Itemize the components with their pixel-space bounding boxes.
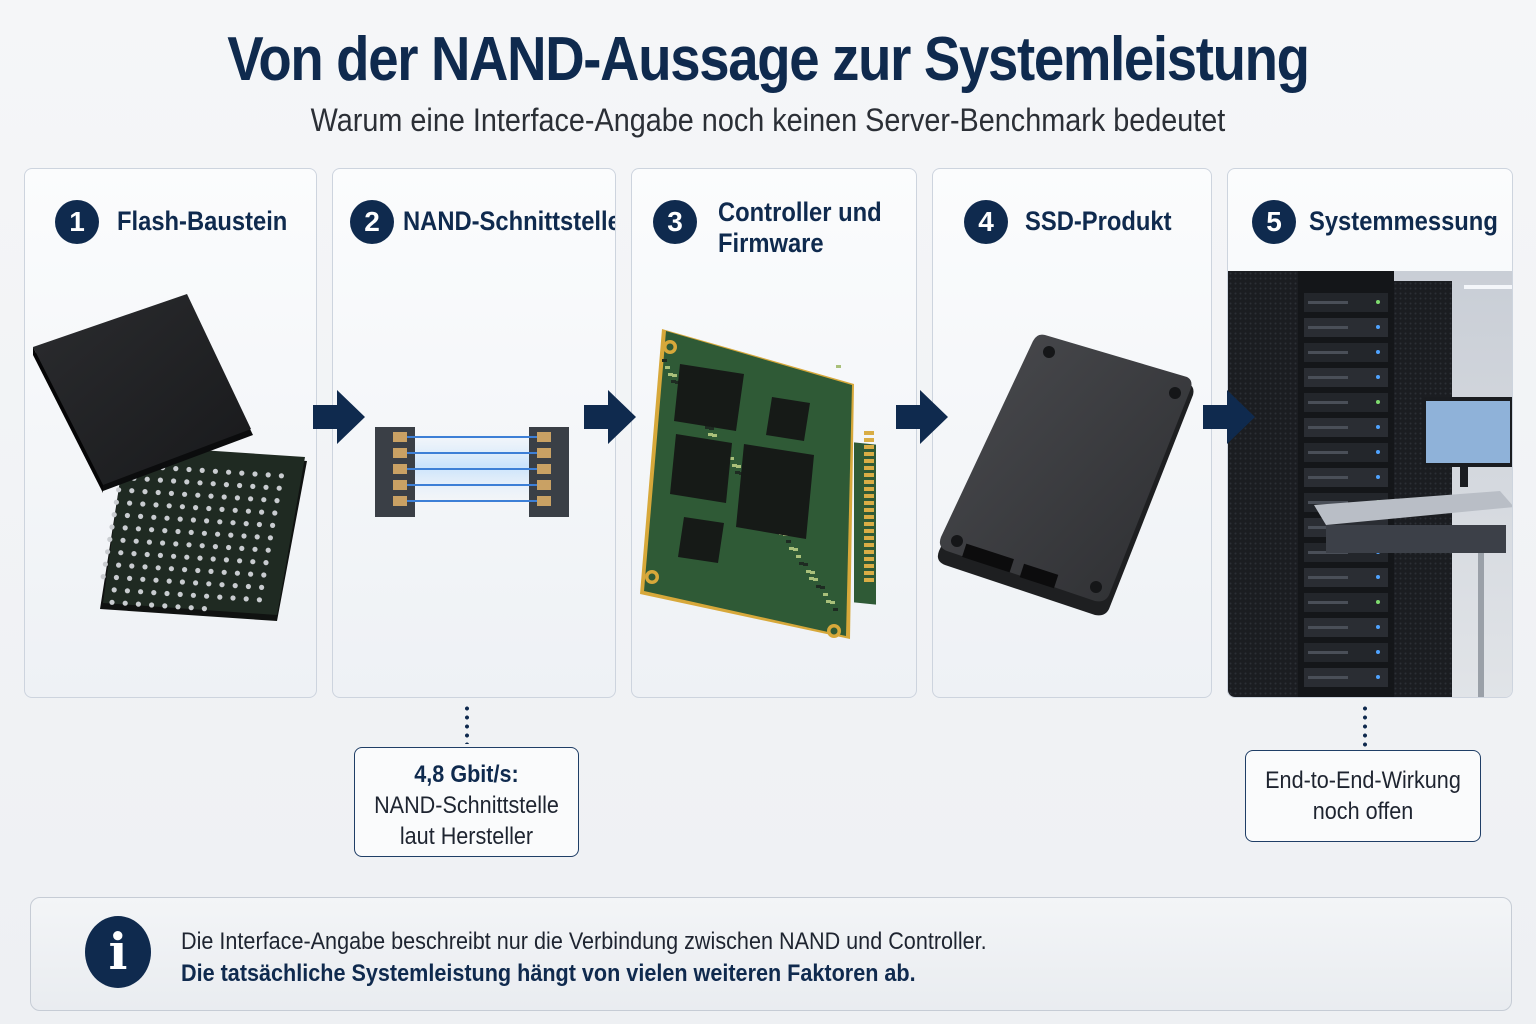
interface-spec-note: 4,8 Gbit/s: NAND-Schnittstelle laut Hers… <box>354 747 579 857</box>
step-number-badge: 5 <box>1252 200 1296 244</box>
info-text-line-1: Die Interface-Angabe beschreibt nur die … <box>181 928 987 955</box>
step-header: 2 NAND-Schnittstelle <box>333 169 615 269</box>
step-header: 3 Controller und Firmware <box>632 169 916 269</box>
flow-arrow-4 <box>1203 390 1255 444</box>
step-header: 5 Systemmessung <box>1228 169 1512 269</box>
info-text-line-2: Die tatsächliche Systemleistung hängt vo… <box>181 960 916 987</box>
step-label: SSD-Produkt <box>1025 206 1172 236</box>
pcb-controller-illustration <box>640 329 876 639</box>
info-icon: i <box>85 916 151 988</box>
system-note-line-2: noch offen <box>1312 798 1414 825</box>
step-label: Flash-Baustein <box>117 206 288 236</box>
page-subtitle: Warum eine Interface-Angabe noch keinen … <box>310 102 1226 138</box>
page-title: Von der NAND-Aussage zur Systemleistung <box>227 25 1310 94</box>
step-number-badge: 1 <box>55 200 99 244</box>
step-header: 1 Flash-Baustein <box>25 169 316 269</box>
step-number-badge: 4 <box>964 200 1008 244</box>
step-label-line-1: Controller und <box>718 197 882 227</box>
nand-interface-illustration <box>375 427 569 517</box>
flow-arrow-3 <box>896 390 948 444</box>
system-note-line-1: End-to-End-Wirkung <box>1265 767 1461 794</box>
flash-chip-illustration <box>33 294 307 621</box>
step-card-controller-firmware: 3 Controller und Firmware <box>631 168 917 698</box>
server-room-illustration <box>1228 271 1512 697</box>
dotted-connector-system <box>1363 704 1367 748</box>
step-number-badge: 3 <box>653 200 697 244</box>
step-card-ssd-product: 4 SSD-Produkt <box>932 168 1212 698</box>
step-card-flash-chip: 1 Flash-Baustein <box>24 168 317 698</box>
step-card-system-measurement: 5 Systemmessung <box>1227 168 1513 698</box>
flow-arrow-1 <box>313 390 365 444</box>
interface-speed-value: 4,8 Gbit/s: <box>414 761 519 788</box>
step-label: Systemmessung <box>1309 206 1498 236</box>
step-number-badge: 2 <box>350 200 394 244</box>
step-card-nand-interface: 2 NAND-Schnittstelle <box>332 168 616 698</box>
step-label-line-2: Firmware <box>718 228 824 258</box>
system-effect-note: End-to-End-Wirkung noch offen <box>1245 750 1481 842</box>
step-label: NAND-Schnittstelle <box>403 206 616 236</box>
interface-note-line-2: NAND-Schnittstelle <box>374 792 559 819</box>
step-header: 4 SSD-Produkt <box>933 169 1211 269</box>
flow-arrow-2 <box>584 390 636 444</box>
interface-note-line-3: laut Hersteller <box>399 823 534 850</box>
info-banner: i Die Interface-Angabe beschreibt nur di… <box>30 897 1512 1011</box>
dotted-connector-interface <box>465 704 469 744</box>
ssd-illustration <box>937 334 1194 616</box>
